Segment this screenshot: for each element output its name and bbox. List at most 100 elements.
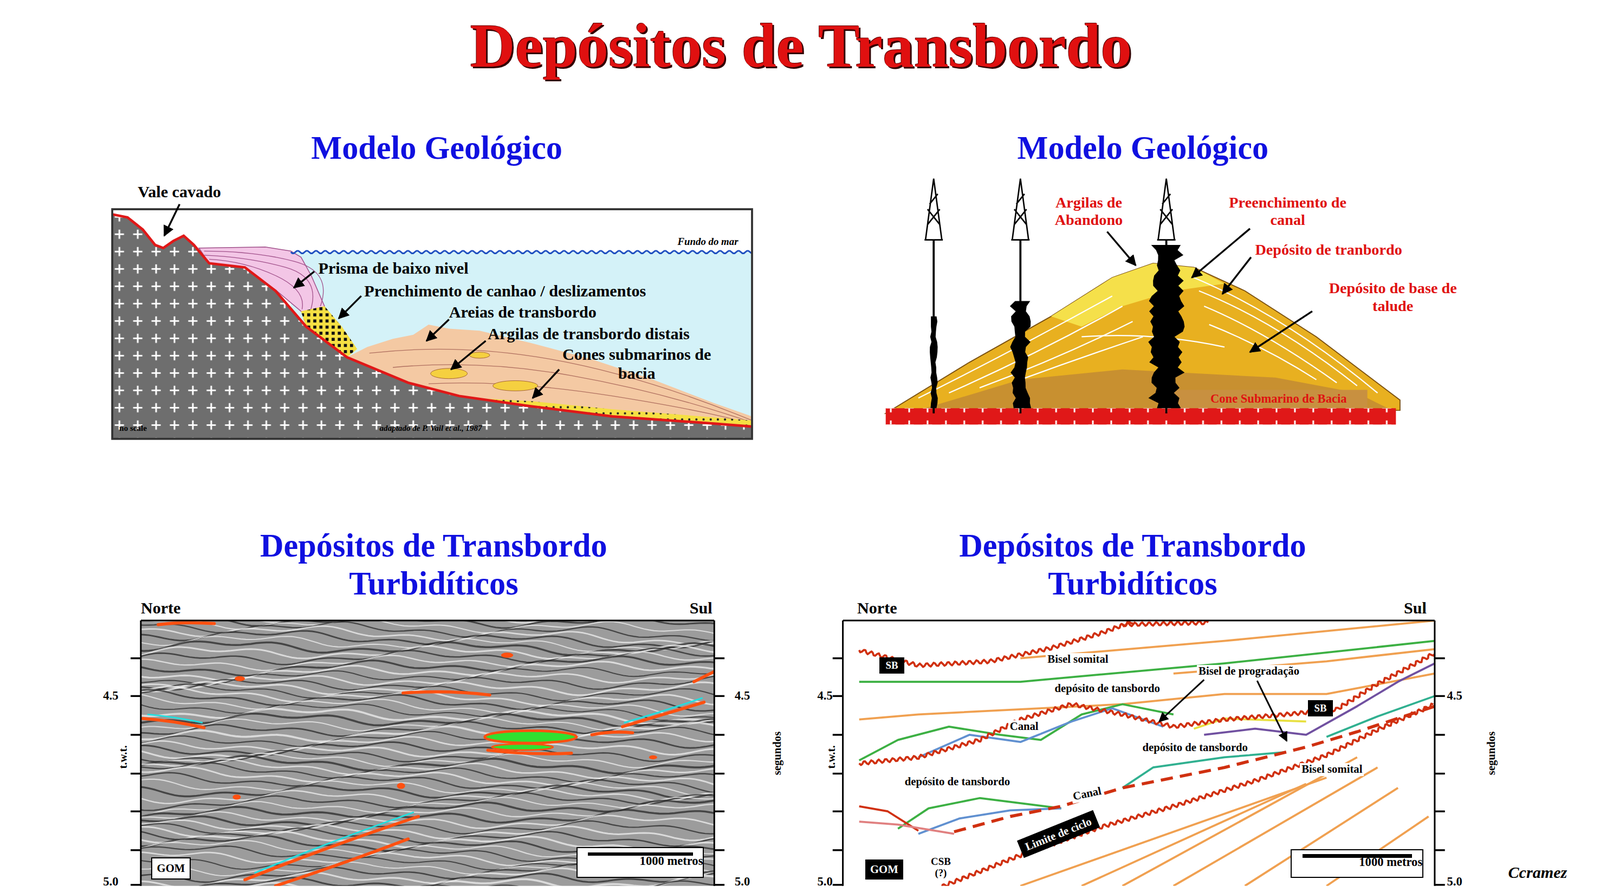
- drawing-line: [532, 369, 560, 399]
- axis-tick: [714, 849, 725, 851]
- drawing-line: [426, 319, 449, 341]
- drawing-path: [158, 622, 215, 625]
- drawing-polyline: [112, 214, 753, 427]
- text-label: Sul: [1403, 598, 1427, 618]
- drawing-g: [147, 697, 703, 873]
- axis-tick: [832, 810, 844, 813]
- box-text: SB: [885, 659, 898, 672]
- axis-tick: [714, 733, 725, 736]
- drawing-g: [843, 620, 1435, 889]
- box-text: Limite de ciclo: [1022, 814, 1093, 853]
- text-label: 4.5: [1447, 688, 1463, 703]
- drawing-polygon: [885, 263, 1401, 414]
- drawing-path: [591, 732, 633, 735]
- drawing-rect: [885, 407, 1397, 425]
- axis-tick: [130, 733, 141, 736]
- text-label: Cone Submarino de Bacia: [1210, 391, 1347, 406]
- text-label: segundos: [1485, 731, 1499, 776]
- box-text: 1000 metros: [639, 854, 704, 871]
- drawing-g: [859, 620, 1435, 886]
- drawing-path: [979, 321, 1133, 388]
- box-text: SB: [1313, 702, 1327, 715]
- text-label: 4.5: [102, 688, 119, 703]
- drawing-g: [859, 620, 1435, 886]
- sequence-boundary: [1122, 620, 1209, 627]
- axis-tick: [130, 849, 141, 851]
- text-label: no scale: [119, 423, 147, 433]
- label-box: GOM: [151, 857, 191, 880]
- drawing-line: [1158, 679, 1204, 722]
- axis-line: [841, 620, 844, 886]
- frame-line: [843, 619, 1435, 622]
- text-label: Bisel somital: [1299, 762, 1364, 776]
- text-label: Argilas de Abandono: [1043, 193, 1135, 229]
- sequence-boundary: [938, 703, 1434, 886]
- drawing-path: [694, 671, 715, 682]
- text-label: 5.0: [102, 874, 119, 889]
- drawing-polygon: [112, 214, 753, 439]
- text-label: Bisel somital: [1045, 652, 1110, 666]
- drawing-g: [232, 652, 657, 800]
- drawing-line: [293, 271, 315, 288]
- text-label: Preenchimento de canal: [1228, 193, 1348, 229]
- label-box: GOM: [865, 859, 904, 880]
- label-box: Limite de ciclo: [1016, 810, 1100, 858]
- axis-line: [713, 620, 716, 886]
- drawing-g: [1158, 679, 1287, 741]
- drawing-g: [143, 622, 715, 886]
- box-text: GOM: [870, 863, 899, 876]
- text-label: depósito de tansbordo: [1053, 682, 1162, 696]
- well-log: [1009, 301, 1032, 409]
- text-label: Depósito de tranbordo: [1254, 241, 1402, 259]
- drawing-g: [143, 622, 715, 886]
- seismic-reflector: [140, 672, 715, 688]
- drawing-rect: [885, 407, 1397, 425]
- text-label: Fundo do mar: [677, 236, 739, 249]
- seismic-reflector: [140, 689, 715, 711]
- text-label: Modelo Geológico: [1017, 128, 1269, 167]
- text-label: 5.0: [817, 874, 833, 889]
- drawing-path: [624, 697, 703, 723]
- drawing-ellipse: [649, 755, 658, 760]
- text-label: Depósitos de Transbordo Turbidíticos: [221, 526, 646, 602]
- axis-tick: [1434, 695, 1446, 697]
- drawing-ellipse: [397, 782, 406, 789]
- drawing-rect: [112, 209, 753, 439]
- axis-tick: [130, 883, 141, 886]
- drawing-g: [924, 178, 1176, 414]
- drawing-line: [1257, 680, 1287, 741]
- drawing-rect: [112, 209, 753, 439]
- text-label: CSB (?): [929, 855, 952, 879]
- derrick-symbol: [1011, 178, 1030, 241]
- text-label: Areias de transbordo: [449, 302, 597, 322]
- text-label: Norte: [140, 598, 181, 618]
- drawing-ellipse: [493, 380, 539, 391]
- drawing-path: [1209, 324, 1317, 380]
- axis-tick: [130, 657, 141, 659]
- drawing-g: [164, 204, 560, 399]
- axis-tick: [714, 883, 725, 886]
- drawing-polyline: [1326, 695, 1435, 737]
- drawing-polygon: [112, 214, 753, 439]
- scale-bar-box: 1000 metros: [576, 846, 704, 878]
- axis-tick: [130, 810, 141, 813]
- drawing-path: [147, 714, 203, 723]
- sequence-boundary: [859, 653, 1435, 766]
- text-label: Cones submarinos de bacia: [560, 345, 713, 384]
- drawing-path: [948, 306, 1123, 393]
- drawing-g: [885, 178, 1401, 425]
- box-text: 1000 metros: [1358, 855, 1423, 872]
- drawing-polyline: [859, 640, 1435, 682]
- text-label: t.w.t.: [825, 745, 839, 769]
- axis-tick: [1434, 733, 1446, 736]
- box-text: GOM: [157, 862, 186, 875]
- text-label: 5.0: [1447, 874, 1463, 889]
- drawing-g: [918, 277, 1378, 398]
- drawing-path: [403, 691, 490, 696]
- drawing-polyline: [859, 821, 955, 834]
- axis-tick: [1434, 657, 1446, 659]
- seismic-reflector: [140, 785, 715, 799]
- text-label: 5.0: [734, 874, 750, 889]
- axis-tick: [832, 657, 844, 659]
